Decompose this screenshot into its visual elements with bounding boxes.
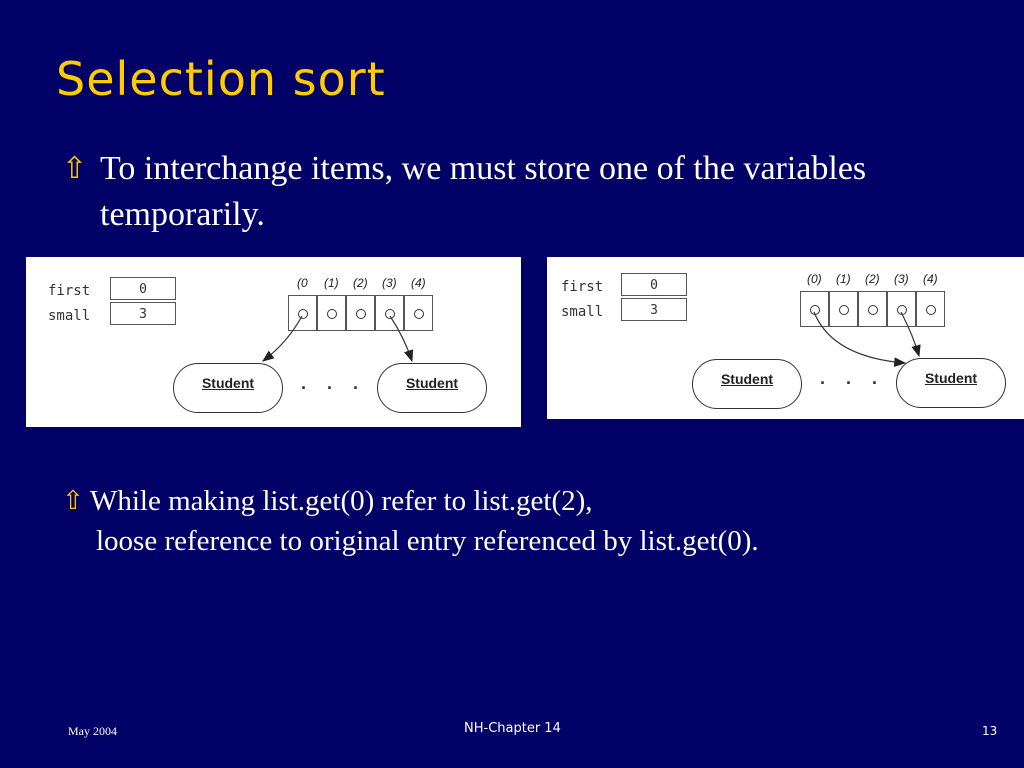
- arrow-up-bullet-icon: ⇧: [62, 151, 88, 186]
- bullet-2-line-2: loose reference to original entry refere…: [96, 525, 759, 557]
- index-label: (4): [411, 276, 426, 290]
- index-label: (4): [923, 272, 938, 286]
- reference-dot: [926, 305, 936, 315]
- list-cell: [375, 295, 404, 331]
- list-cell: [858, 291, 887, 327]
- list-cell: [916, 291, 945, 327]
- list-cell: [404, 295, 433, 331]
- list-cell: [829, 291, 858, 327]
- index-label: (1): [324, 276, 339, 290]
- var-first-value: 0: [621, 273, 687, 296]
- bullet-1-text: To interchange items, we must store one …: [100, 150, 867, 233]
- list-cell: [288, 295, 317, 331]
- reference-dot: [298, 309, 308, 319]
- reference-arrows: [262, 315, 414, 363]
- index-label: (2): [865, 272, 880, 286]
- reference-dot: [356, 309, 366, 319]
- student-object: Student: [377, 363, 487, 413]
- index-label: (0: [297, 276, 308, 290]
- reference-dot: [868, 305, 878, 315]
- footer-chapter: NH-Chapter 14: [464, 721, 561, 736]
- index-label: (2): [353, 276, 368, 290]
- list-cell: [317, 295, 346, 331]
- list-cell: [346, 295, 375, 331]
- index-label: (1): [836, 272, 851, 286]
- student-object: Student: [692, 359, 802, 409]
- var-small-value: 3: [621, 298, 687, 321]
- ellipsis: . . .: [820, 368, 886, 388]
- var-first-label: first: [48, 283, 91, 299]
- var-small-label: small: [561, 304, 604, 320]
- bullet-2-line-1: While making list.get(0) refer to list.g…: [90, 485, 593, 517]
- footer-page-number: 13: [982, 724, 998, 738]
- var-small-label: small: [48, 308, 91, 324]
- slide-title: Selection sort: [56, 52, 386, 106]
- diagram-before: first 0 small 3 (0 (1) (2) (3) (4) Stude…: [26, 257, 521, 427]
- var-first-label: first: [561, 279, 604, 295]
- student-object: Student: [896, 358, 1006, 408]
- index-label: (0): [807, 272, 822, 286]
- reference-dot: [414, 309, 424, 319]
- student-object: Student: [173, 363, 283, 413]
- diagram-after: first 0 small 3 (0) (1) (2) (3) (4) Stud…: [547, 257, 1024, 419]
- reference-dot: [327, 309, 337, 319]
- reference-dot: [385, 309, 395, 319]
- reference-dot: [839, 305, 849, 315]
- var-first-value: 0: [110, 277, 176, 300]
- reference-arrows: [813, 311, 921, 367]
- footer-date: May 2004: [68, 724, 117, 738]
- ellipsis: . . .: [301, 373, 367, 393]
- index-label: (3): [382, 276, 397, 290]
- index-label: (3): [894, 272, 909, 286]
- var-small-value: 3: [110, 302, 176, 325]
- arrow-up-bullet-icon: ⇧: [62, 486, 84, 516]
